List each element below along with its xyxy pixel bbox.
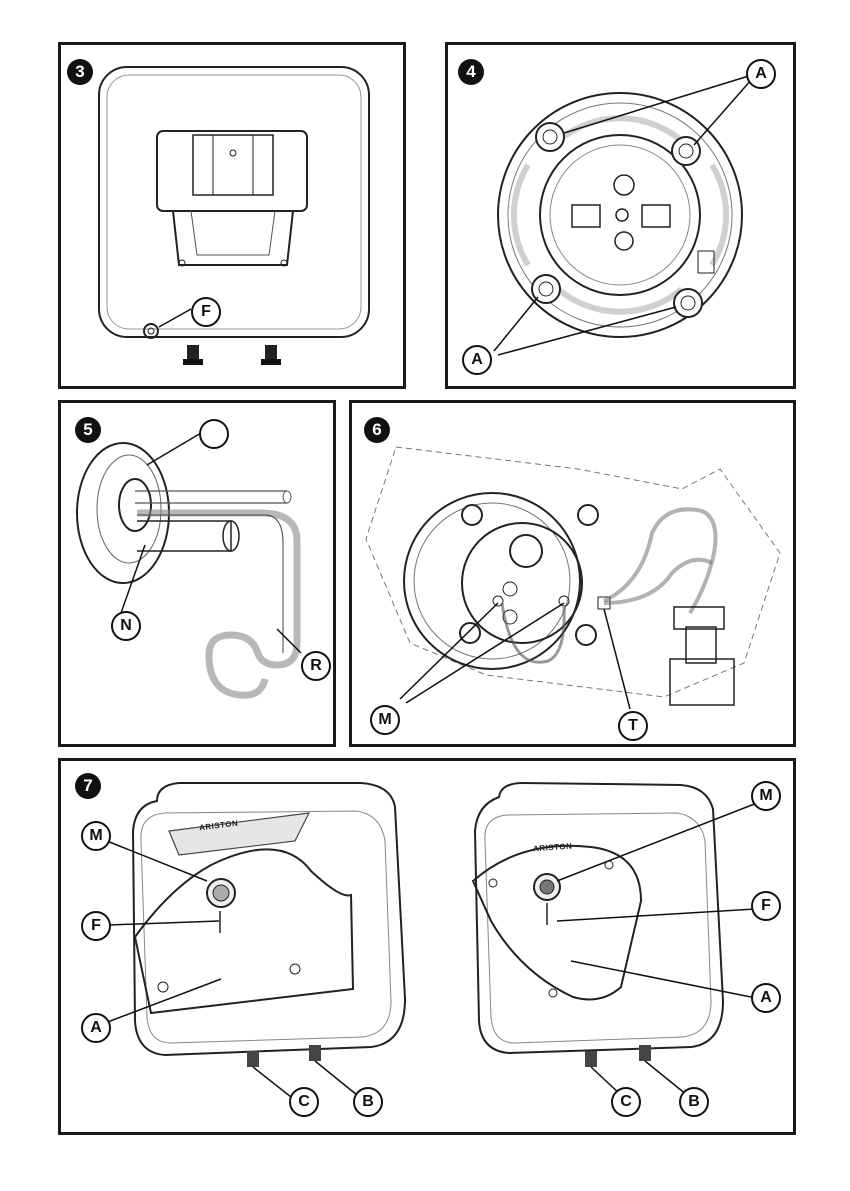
callout-M-left: M (81, 821, 111, 851)
callout-F-right: F (751, 891, 781, 921)
callout-B-left: B (353, 1087, 383, 1117)
water-heater-back-drawing (61, 45, 403, 386)
callout-M: M (370, 705, 400, 735)
callout-F: F (191, 297, 221, 327)
callout-M-right: M (751, 781, 781, 811)
figure-5-panel: 5 N R (58, 400, 336, 747)
callout-C-right: C (611, 1087, 641, 1117)
figure-number-badge: 4 (458, 59, 484, 85)
callout-B-right: B (679, 1087, 709, 1117)
figure-4-panel: 4 A A (445, 42, 796, 389)
callout-A-top: A (746, 59, 776, 89)
wiring-connection-drawing (352, 403, 793, 744)
callout-F-left: F (81, 911, 111, 941)
callout-A-bottom: A (462, 345, 492, 375)
figure-number-badge: 5 (75, 417, 101, 443)
callout-R: R (301, 651, 331, 681)
callout-A-right: A (751, 983, 781, 1013)
water-heater-front-views-drawing (61, 761, 793, 1132)
figure-number-badge: 6 (364, 417, 390, 443)
figure-6-panel: 6 M T (349, 400, 796, 747)
callout-blank (199, 419, 229, 449)
figure-number-badge: 3 (67, 59, 93, 85)
callout-N: N (111, 611, 141, 641)
flange-plate-drawing (448, 45, 793, 386)
callout-A-left: A (81, 1013, 111, 1043)
figure-3-panel: 3 F (58, 42, 406, 389)
callout-T: T (618, 711, 648, 741)
figure-7-panel: ARISTON ARISTON 7 M F A C B M F A C B (58, 758, 796, 1135)
heating-element-drawing (61, 403, 333, 744)
callout-C-left: C (289, 1087, 319, 1117)
figure-number-badge: 7 (75, 773, 101, 799)
